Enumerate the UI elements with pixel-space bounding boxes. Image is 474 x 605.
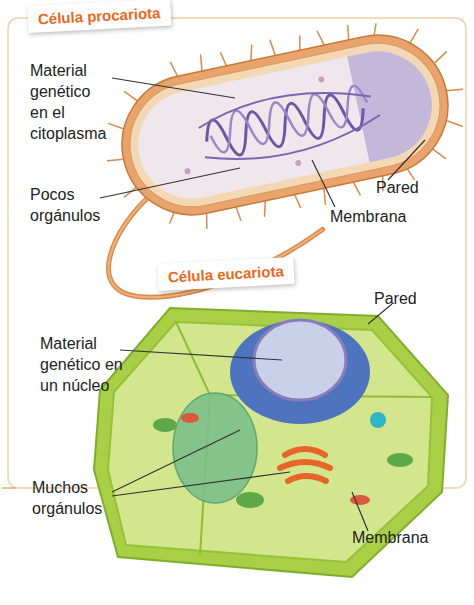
chloroplast: [387, 453, 413, 467]
frame-mark: [2, 487, 16, 489]
cell-wall: [109, 22, 461, 228]
part-label: Pared: [374, 288, 434, 309]
title-tab: Célula eucariota: [157, 257, 294, 291]
part-label: Muchos orgánulos: [32, 477, 112, 519]
pili: [90, 3, 474, 247]
ribosome: [184, 168, 191, 175]
part-label: Pocos orgánulos: [30, 184, 110, 226]
chloroplast: [153, 418, 177, 432]
cell-membrane: [119, 32, 452, 219]
tab-title: Célula procariota: [38, 4, 161, 27]
prokaryote-cell: [68, 3, 474, 308]
cytoplasm: [128, 41, 442, 209]
chloroplast: [236, 492, 264, 508]
part-label: Material genético en un núcleo: [40, 333, 125, 396]
ribosome: [295, 160, 302, 167]
part-label: Material genético en el citoplasma: [30, 60, 110, 144]
cytoplasm-shade: [347, 41, 442, 162]
nucleus-interior: [254, 320, 346, 400]
title-tab: Célula procariota: [27, 0, 171, 33]
mitochondrion: [181, 413, 199, 423]
golgi: [280, 449, 330, 481]
mitochondrion: [350, 495, 370, 505]
tab-title: Célula eucariota: [168, 262, 285, 285]
part-label: Pared: [376, 177, 436, 198]
genetic-material: [196, 77, 384, 171]
part-label: Membrana: [352, 527, 452, 548]
ribosome: [318, 76, 325, 83]
peroxisome: [370, 412, 386, 428]
part-label: Membrana: [330, 206, 430, 227]
nucleus: [230, 320, 370, 424]
